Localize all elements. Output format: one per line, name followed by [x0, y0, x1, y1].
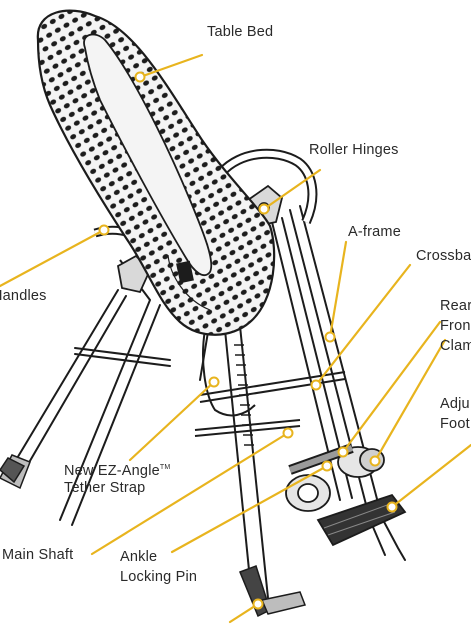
rear-leg-frame [9, 289, 211, 526]
label-tether-line2: Tether Strap [64, 480, 146, 496]
label-table-bed: Table Bed [207, 24, 274, 40]
trademark-mark: TM [159, 464, 171, 471]
label-adjust-line1: Adju [440, 396, 470, 412]
label-handles: Handles [0, 288, 47, 304]
crossbar [194, 371, 346, 437]
callout-dots [98, 71, 398, 610]
label-rear-line2: Fron [440, 318, 471, 334]
label-rear-line3: Clam [440, 338, 471, 354]
label-ankle-line2: Locking Pin [120, 569, 198, 585]
rear-foot-left [0, 454, 31, 490]
right-handle [218, 148, 318, 225]
callout-lines [0, 53, 471, 624]
main-shaft [224, 325, 269, 601]
label-a-frame: A-frame [348, 224, 401, 240]
label-crossbar: Crossba [416, 248, 471, 264]
table-bed [36, 9, 276, 336]
label-ankle-line1: Ankle [120, 549, 158, 565]
label-main-shaft: Main Shaft [2, 547, 74, 563]
label-tether-line1: New EZ-AngleTM [64, 458, 170, 481]
label-adjust-line2: Foot [440, 416, 470, 432]
ankle-assembly [285, 443, 407, 547]
label-rear-line1: Rear [440, 298, 471, 314]
label-roller-hinges: Roller Hinges [309, 142, 399, 158]
label-tether-text: New EZ-Angle [64, 462, 160, 479]
tether-strap [202, 329, 256, 417]
